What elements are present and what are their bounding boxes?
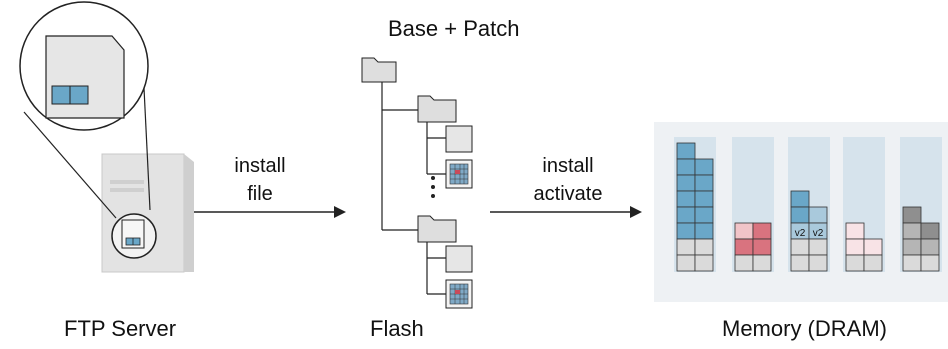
arrow-install-file (194, 206, 346, 218)
memory-column (790, 190, 828, 272)
install-activate-label-line2: activate (533, 183, 603, 205)
version-tag: v2 (813, 228, 824, 239)
file-icon (445, 245, 473, 273)
magnify-small-icon (111, 213, 157, 259)
arrow-install-activate (490, 206, 642, 218)
folder-icon (361, 57, 397, 83)
version-tag: v2 (795, 228, 806, 239)
memory-column (902, 206, 940, 272)
magnify-large-icon (19, 1, 149, 131)
package-icon (445, 279, 473, 309)
ftp-server-label: FTP Server (64, 316, 177, 341)
folder-icon (417, 95, 457, 123)
package-icon (445, 159, 473, 189)
flash-file-tree (361, 57, 473, 309)
install-activate-label-line1: install (542, 155, 594, 177)
ftp-server (19, 1, 194, 273)
file-icon (445, 125, 473, 153)
base-patch-label: Base + Patch (388, 16, 520, 41)
memory-label: Memory (DRAM) (722, 316, 887, 341)
memory-column (845, 222, 883, 272)
memory-panel: v2 v2 (654, 122, 948, 302)
flash-label: Flash (370, 316, 424, 341)
memory-column (676, 142, 714, 272)
folder-icon (417, 215, 457, 243)
ellipsis-icon (431, 176, 435, 198)
install-file-label-line1: install (234, 155, 286, 177)
install-file-label-line2: file (247, 183, 273, 205)
memory-column (734, 222, 772, 272)
